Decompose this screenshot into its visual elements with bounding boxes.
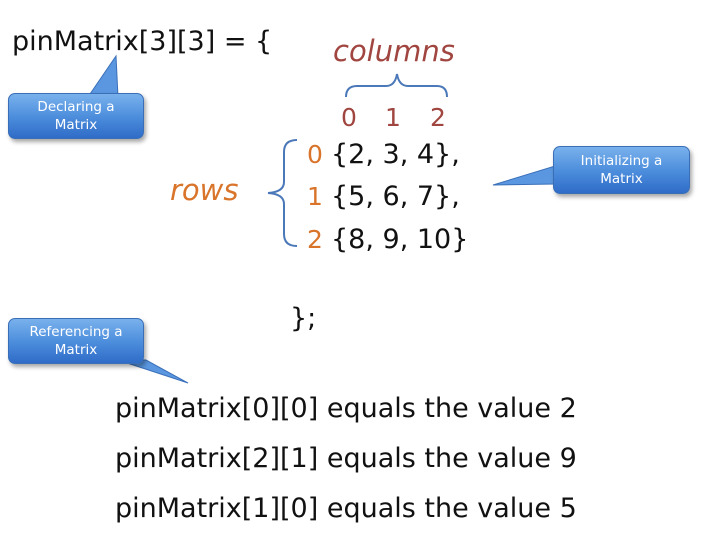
column-index-0: 0 [341, 103, 357, 132]
reference-line-1: pinMatrix[2][1] equals the value 9 [115, 443, 577, 474]
rows-label: rows [170, 173, 239, 207]
matrix-row-2: {8, 9, 10} [331, 224, 469, 255]
column-index-1: 1 [385, 103, 401, 132]
declaring-callout-line-1: Declaring a [37, 99, 115, 115]
declaring-callout-line-2: Matrix [54, 117, 98, 133]
initializing-callout-line-2: Matrix [600, 171, 643, 187]
referencing-callout: Referencing a Matrix [8, 318, 144, 364]
columns-label: columns [333, 34, 455, 68]
initializing-callout: Initializing a Matrix [553, 146, 690, 194]
initializing-callout-pointer [492, 165, 556, 186]
reference-line-2: pinMatrix[1][0] equals the value 5 [115, 493, 577, 524]
matrix-declaration: pinMatrix[3][3] = { [12, 26, 273, 57]
row-index-1: 1 [307, 182, 323, 211]
reference-line-0: pinMatrix[0][0] equals the value 2 [115, 393, 577, 424]
declaring-callout-pointer [87, 54, 119, 98]
columns-brace [345, 73, 448, 98]
referencing-callout-line-1: Referencing a [29, 324, 123, 340]
matrix-row-1: {5, 6, 7}, [331, 181, 460, 212]
row-index-0: 0 [307, 140, 323, 169]
rows-brace [267, 139, 298, 247]
referencing-callout-line-2: Matrix [54, 342, 98, 358]
column-index-2: 2 [430, 103, 446, 132]
matrix-row-0: {2, 3, 4}, [331, 139, 460, 170]
initializing-callout-line-1: Initializing a [580, 153, 663, 169]
row-index-2: 2 [307, 225, 323, 254]
declaring-callout: Declaring a Matrix [8, 93, 144, 139]
matrix-closing: }; [290, 303, 317, 334]
